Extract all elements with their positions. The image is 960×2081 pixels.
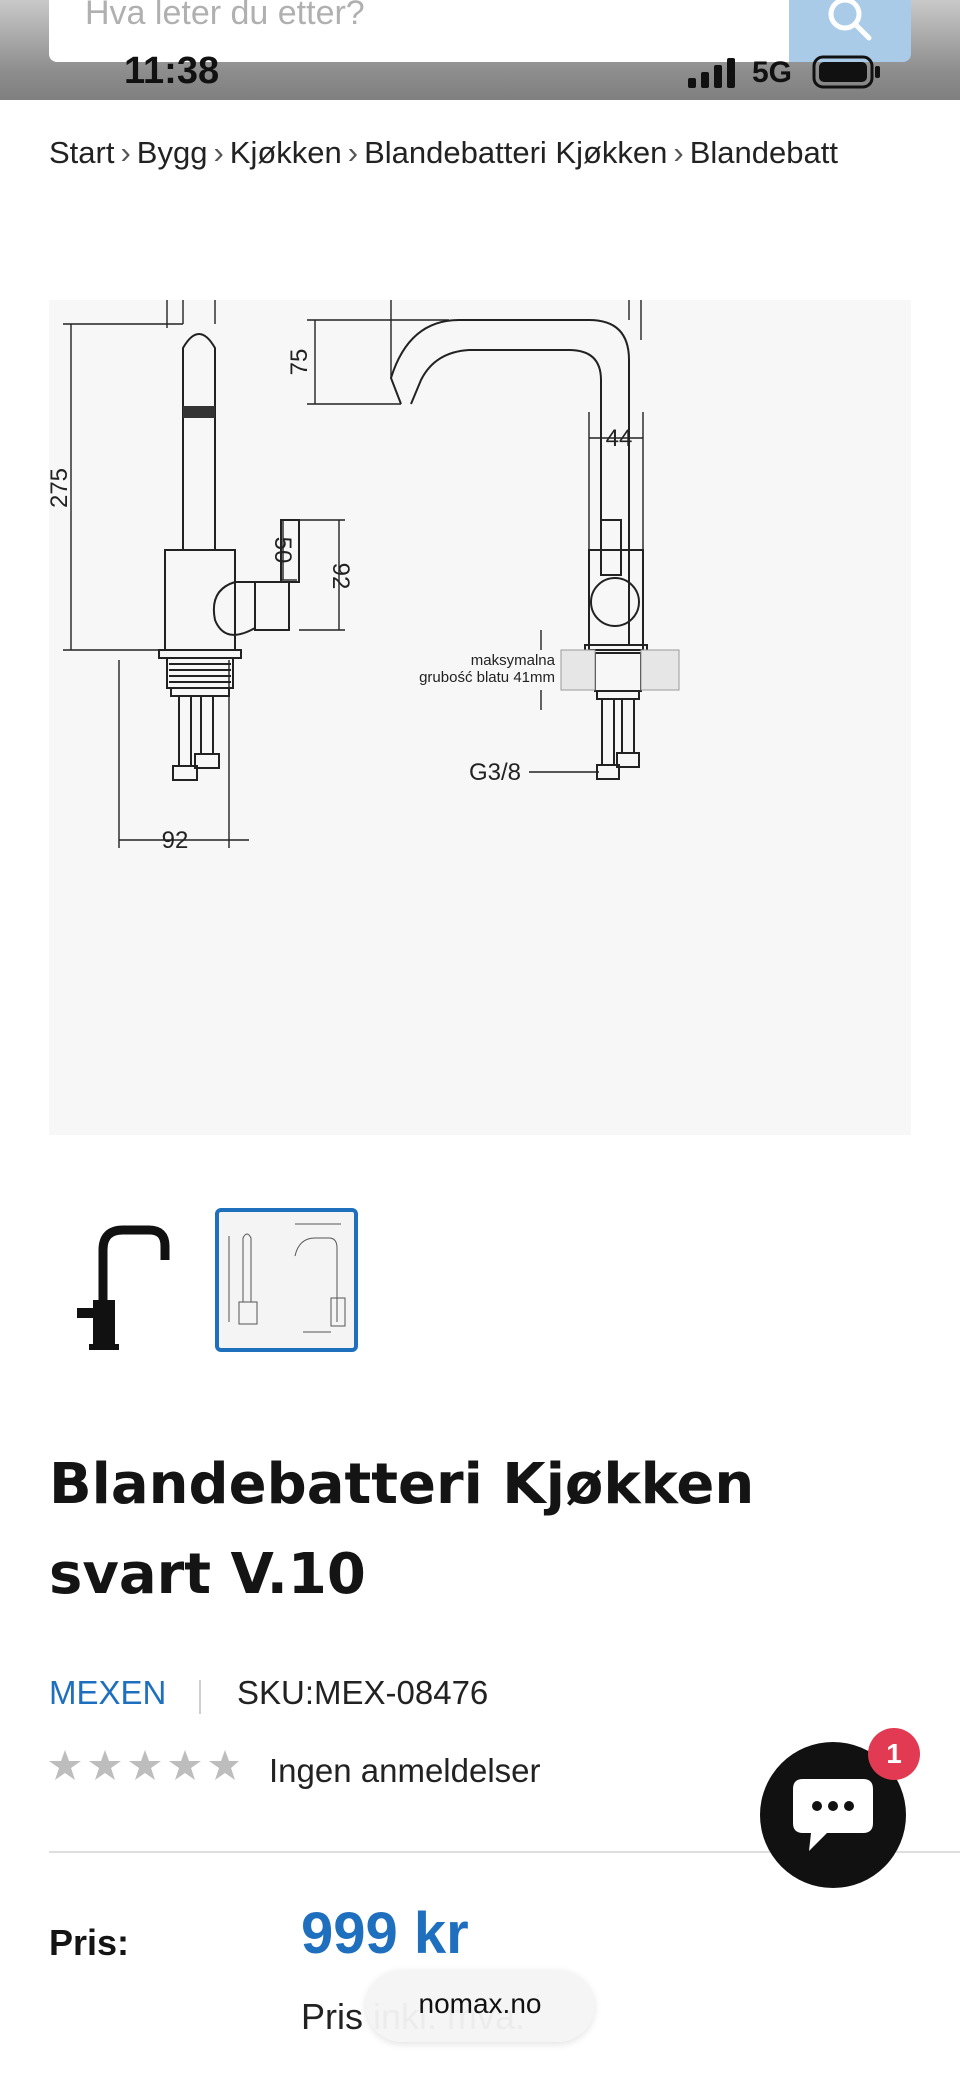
browser-url-bar[interactable]: nomax.no [366,1970,594,2042]
product-main-image[interactable]: 210 200 23 75 44 275 50 92 92 G3/8 maksy… [46,227,911,1135]
breadcrumb-item-kjokken[interactable]: Kjøkken [229,135,342,170]
breadcrumb: Start›Bygg›Kjøkken›Blandebatteri Kjøkken… [49,135,911,171]
search-button[interactable] [789,0,911,62]
status-time: 11:38 [124,50,220,92]
url-text: nomax.no [418,1988,542,2019]
dimension-75-label: 75 [286,349,313,376]
dimension-275-label: 275 [49,468,73,508]
rating-stars[interactable] [49,1749,239,1787]
signal-icon [688,58,735,88]
chat-notification-badge: 1 [868,1728,920,1780]
sku-text: SKU:MEX-08476 [237,1674,489,1711]
brand-link[interactable]: MEXEN [49,1674,167,1711]
dimension-50-label: 50 [269,537,296,564]
technical-drawing-thumbnail-icon [228,1223,346,1333]
breadcrumb-item-start[interactable]: Start [49,135,115,170]
thumbnail-photo[interactable] [49,1210,193,1354]
section-divider [49,1851,960,1853]
counter-note-line2: grubość blatu 41mm [419,669,555,686]
price-label: Pris: [49,1922,130,1963]
thread-label: G3/8 [469,759,521,786]
breadcrumb-separator: › [347,135,359,170]
breadcrumb-item-blandebatteri-kjokken[interactable]: Blandebatteri Kjøkken [364,135,668,170]
star-icons [49,1750,239,1780]
dimension-92-horizontal-label: 92 [162,827,189,854]
meta-divider [199,1680,201,1714]
price-value: 999 kr [301,1901,469,1966]
search-placeholder: Hva leter du etter? [85,0,365,32]
reviews-link[interactable]: Ingen anmeldelser [269,1752,541,1789]
network-label: 5G [752,56,793,89]
thumbnail-drawing-selected[interactable] [215,1208,358,1352]
counter-note-line1: maksymalna [471,652,556,669]
chat-icon [793,1779,873,1851]
breadcrumb-separator: › [213,135,224,170]
search-icon [828,0,872,41]
battery-icon [812,55,880,89]
product-title: Blandebatteri Kjøkken svart V.10 [49,1452,755,1607]
status-bar: Hva leter du etter? 11:38 5G [0,0,960,100]
dimension-44-label: 44 [606,425,633,452]
technical-drawing: 210 200 23 75 44 275 50 92 92 G3/8 maksy… [46,227,680,854]
breadcrumb-separator: › [673,135,684,170]
faucet-photo-icon [77,1225,170,1350]
breadcrumb-item-current: Blandebatt [689,135,838,170]
breadcrumb-item-bygg[interactable]: Bygg [136,135,208,170]
dimension-92-vertical-label: 92 [327,563,354,590]
dimension-23-label: 23 [186,300,213,304]
breadcrumb-separator: › [120,135,131,170]
search-input[interactable]: Hva leter du etter? [49,0,789,62]
